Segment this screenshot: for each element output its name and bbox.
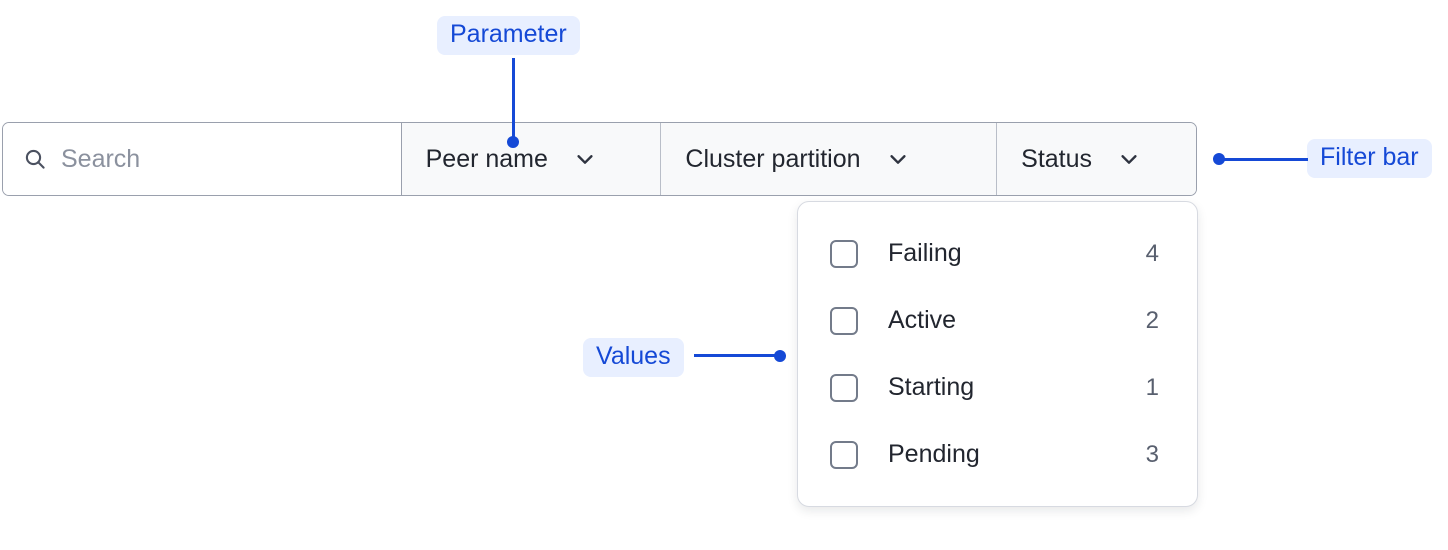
checkbox[interactable] (830, 373, 858, 402)
filter-dropdown-status[interactable]: Status (997, 123, 1196, 195)
search-icon (23, 147, 47, 171)
search-field[interactable] (3, 123, 402, 195)
filter-dropdown-peer-name[interactable]: Peer name (401, 123, 662, 195)
filter-bar: Peer name Cluster partition Status (2, 122, 1197, 196)
dropdown-option-failing[interactable]: Failing 4 (798, 221, 1197, 287)
dropdown-option-count: 2 (1145, 306, 1159, 334)
checkbox[interactable] (830, 306, 858, 335)
status-dropdown-panel: Failing 4 Active 2 Starting 1 Pending 3 (797, 201, 1198, 507)
dropdown-option-label: Starting (888, 373, 975, 401)
dropdown-option-count: 3 (1145, 440, 1159, 468)
dropdown-option-starting[interactable]: Starting 1 (798, 355, 1197, 421)
dropdown-option-label: Active (888, 306, 957, 334)
chevron-down-icon (1118, 148, 1140, 170)
annotation-parameter: Parameter (437, 16, 580, 56)
annotation-dot-filter-bar (1213, 153, 1225, 165)
dropdown-option-label: Failing (888, 239, 962, 267)
filter-label-status: Status (1021, 144, 1093, 173)
annotation-dot-values (774, 350, 786, 362)
dropdown-option-active[interactable]: Active 2 (798, 288, 1197, 354)
checkbox[interactable] (830, 440, 858, 469)
checkbox[interactable] (830, 239, 858, 268)
dropdown-option-count: 4 (1145, 239, 1159, 267)
filter-label-cluster-partition: Cluster partition (685, 144, 861, 173)
chevron-down-icon (887, 148, 909, 170)
annotation-dot-parameter (507, 136, 519, 148)
dropdown-option-label: Pending (888, 440, 980, 468)
annotation-values: Values (583, 338, 684, 378)
annotation-filter-bar: Filter bar (1307, 139, 1432, 179)
annotation-connector-values (694, 354, 780, 357)
chevron-down-icon (574, 148, 596, 170)
search-input[interactable] (61, 144, 371, 174)
annotation-connector-filter-bar (1222, 158, 1308, 161)
annotation-connector-parameter (512, 58, 515, 142)
dropdown-option-count: 1 (1145, 373, 1159, 401)
filter-dropdown-cluster-partition[interactable]: Cluster partition (661, 123, 998, 195)
filter-label-peer-name: Peer name (425, 144, 548, 173)
dropdown-option-pending[interactable]: Pending 3 (798, 422, 1197, 488)
